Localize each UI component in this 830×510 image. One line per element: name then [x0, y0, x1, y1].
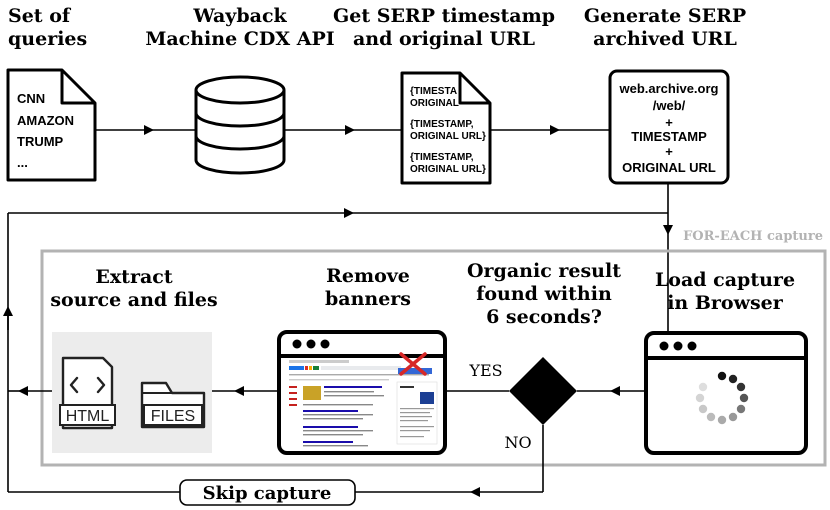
archived-url-line: +	[665, 115, 673, 130]
skip-capture-box: Skip capture	[179, 479, 356, 506]
queries-title-2: queries	[8, 28, 87, 50]
browser-window-icon	[644, 331, 808, 455]
decision-title-2: found within	[476, 283, 612, 305]
cdx-title-1: Wayback	[192, 5, 287, 27]
serp-document: {TIMESTA ORIGINAL {TIMESTAMP, ORIGINAL U…	[400, 71, 492, 185]
archived-title-2: archived URL	[593, 28, 737, 50]
archived-url-line: /web/	[653, 98, 686, 113]
archived-title-1: Generate SERP	[584, 5, 746, 27]
load-title-2: in Browser	[667, 292, 784, 314]
query-item: AMAZON	[17, 113, 74, 128]
query-item: CNN	[17, 91, 45, 106]
html-label: HTML	[66, 408, 110, 425]
serp-item: ORIGINAL URL}	[410, 164, 486, 175]
serp-screenshot-browser	[277, 330, 447, 455]
extract-title-1: Extract	[95, 266, 172, 288]
skip-label: Skip capture	[203, 483, 332, 504]
loop-flow-arrows	[8, 386, 646, 497]
queries-title-1: Set of	[8, 5, 72, 27]
query-item: ...	[17, 155, 28, 170]
banner-removed-x-icon	[399, 352, 427, 376]
serp-title-2: and original URL	[353, 28, 535, 50]
serp-item: ORIGINAL	[410, 98, 459, 109]
cdx-title-2: Machine CDX API	[145, 28, 334, 50]
remove-title-2: banners	[325, 288, 411, 310]
serp-item: {TIMESTAMP,	[410, 119, 474, 130]
queries-document: CNN AMAZON TRUMP ...	[6, 68, 97, 182]
archived-url-line: +	[665, 144, 673, 159]
loading-spinner-icon	[695, 371, 749, 425]
foreach-label: FOR-EACH capture	[683, 229, 823, 244]
archived-url-box: web.archive.org /web/ + TIMESTAMP + ORIG…	[608, 69, 730, 185]
load-title-1: Load capture	[655, 269, 795, 291]
no-label: NO	[504, 433, 531, 452]
archived-url-line: ORIGINAL URL	[622, 160, 716, 175]
folder-icon: FILES	[140, 381, 206, 429]
serp-title-1: Get SERP timestamp	[333, 5, 555, 27]
archived-url-line: web.archive.org	[619, 81, 719, 96]
extract-title-2: source and files	[50, 289, 217, 311]
serp-item: {TIMESTA	[410, 86, 457, 97]
decision-title-3: 6 seconds?	[486, 306, 602, 328]
query-item: TRUMP	[17, 134, 64, 149]
remove-title-1: Remove	[326, 265, 410, 287]
yes-label: YES	[468, 361, 502, 380]
archived-url-line: TIMESTAMP	[631, 129, 707, 144]
foreach-loop-container	[40, 249, 827, 467]
database-icon	[194, 75, 286, 175]
serp-item: {TIMESTAMP,	[410, 152, 474, 163]
files-label: FILES	[151, 408, 195, 425]
decision-title-1: Organic result	[467, 260, 621, 282]
serp-item: ORIGINAL URL}	[410, 131, 486, 142]
html-file-icon: HTML	[59, 356, 116, 430]
decision-diamond	[509, 357, 577, 425]
